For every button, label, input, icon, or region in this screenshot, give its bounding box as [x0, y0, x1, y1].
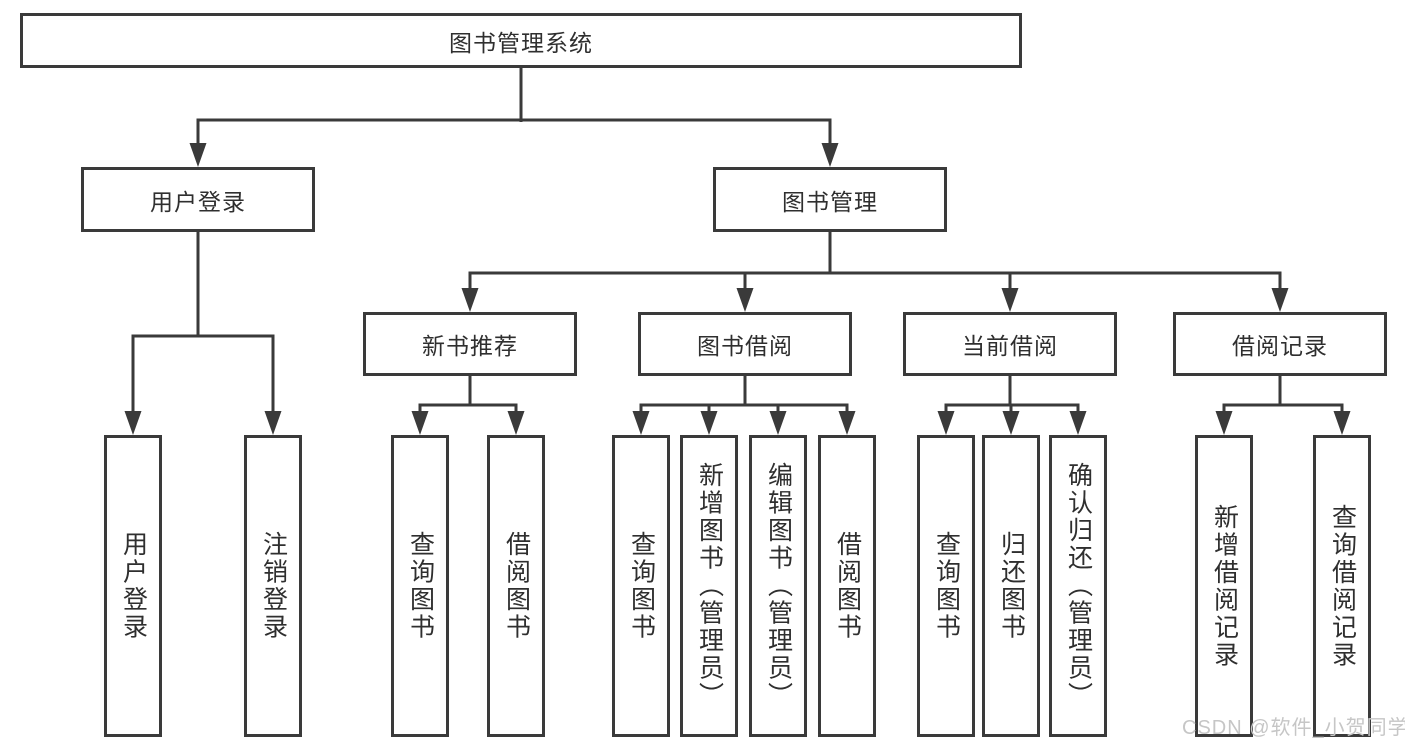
node-root-label: 图书管理系统 — [449, 29, 593, 56]
leaf-confirm-return-admin-label: 确认归还（管理员） — [1064, 462, 1093, 710]
arrow-down-icons — [124, 143, 1351, 435]
node-book-borrow: 图书借阅 — [638, 312, 852, 376]
node-new-book-recommend-label: 新书推荐 — [422, 333, 518, 359]
leaf-query-books-new-label: 查询图书 — [406, 531, 435, 641]
leaf-user-login: 用户登录 — [104, 435, 162, 737]
leaf-query-books-borrow: 查询图书 — [612, 435, 670, 737]
csdn-watermark: CSDN @软件_小贺同学 — [1182, 717, 1405, 739]
leaf-edit-book-admin-label: 编辑图书（管理员） — [764, 462, 793, 710]
node-user-login: 用户登录 — [81, 167, 315, 232]
node-book-borrow-label: 图书借阅 — [697, 333, 793, 359]
node-new-book-recommend: 新书推荐 — [363, 312, 577, 376]
node-book-management: 图书管理 — [713, 167, 947, 232]
leaf-query-books-borrow-label: 查询图书 — [627, 531, 656, 641]
leaf-query-borrow-record-label: 查询借阅记录 — [1328, 503, 1357, 669]
leaf-query-books-current: 查询图书 — [917, 435, 975, 737]
node-current-borrow-label: 当前借阅 — [962, 333, 1058, 359]
leaf-add-book-admin-label: 新增图书（管理员） — [695, 462, 724, 710]
leaf-logout-label: 注销登录 — [259, 531, 288, 641]
leaf-return-book: 归还图书 — [982, 435, 1040, 737]
leaf-add-borrow-record: 新增借阅记录 — [1195, 435, 1253, 737]
leaf-logout: 注销登录 — [244, 435, 302, 737]
node-user-login-label: 用户登录 — [150, 188, 246, 215]
node-borrow-records-label: 借阅记录 — [1232, 333, 1328, 359]
leaf-add-book-admin: 新增图书（管理员） — [680, 435, 738, 737]
leaf-borrow-books-borrow-label: 借阅图书 — [833, 531, 862, 641]
leaf-borrow-books-new-label: 借阅图书 — [502, 531, 531, 641]
leaf-confirm-return-admin: 确认归还（管理员） — [1049, 435, 1107, 737]
leaf-query-borrow-record: 查询借阅记录 — [1313, 435, 1371, 737]
leaf-edit-book-admin: 编辑图书（管理员） — [749, 435, 807, 737]
node-borrow-records: 借阅记录 — [1173, 312, 1387, 376]
leaf-return-book-label: 归还图书 — [997, 531, 1026, 641]
leaf-borrow-books-borrow: 借阅图书 — [818, 435, 876, 737]
node-root: 图书管理系统 — [20, 13, 1022, 68]
leaf-query-books-new: 查询图书 — [391, 435, 449, 737]
node-current-borrow: 当前借阅 — [903, 312, 1117, 376]
leaf-user-login-label: 用户登录 — [119, 531, 148, 641]
node-book-management-label: 图书管理 — [782, 188, 878, 215]
leaf-add-borrow-record-label: 新增借阅记录 — [1210, 503, 1239, 669]
leaf-query-books-current-label: 查询图书 — [932, 531, 961, 641]
leaf-borrow-books-new: 借阅图书 — [487, 435, 545, 737]
